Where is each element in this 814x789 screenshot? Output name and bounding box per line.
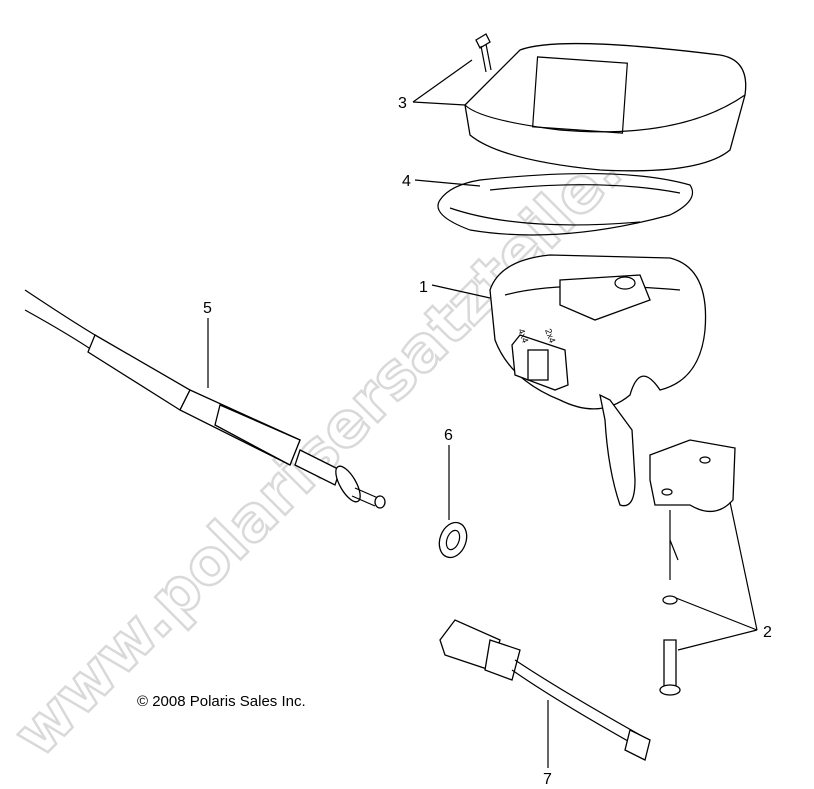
callout-7: 7	[543, 771, 552, 788]
callout-6: 6	[444, 427, 453, 444]
part-7-harness	[439, 619, 651, 761]
callout-3: 3	[398, 95, 407, 112]
watermark: www.polarisersatzteile.de	[0, 73, 697, 771]
part-1-switch-housing: 4x4 2x4	[489, 254, 707, 507]
part-3-cover	[464, 33, 747, 172]
part-5-cable	[24, 289, 386, 509]
callout-2: 2	[763, 624, 772, 641]
callout-1: 1	[419, 279, 428, 296]
callout-5: 5	[203, 300, 212, 317]
switch-label-2x4: 2x4	[543, 327, 557, 344]
part-6-washer	[438, 521, 468, 559]
leader-lines	[207, 59, 758, 768]
callout-4: 4	[402, 173, 411, 190]
part-2-clamp	[649, 439, 736, 696]
copyright-text: © 2008 Polaris Sales Inc.	[137, 693, 306, 710]
switch-label-4x4: 4x4	[516, 327, 530, 344]
part-4-gasket	[437, 173, 694, 236]
